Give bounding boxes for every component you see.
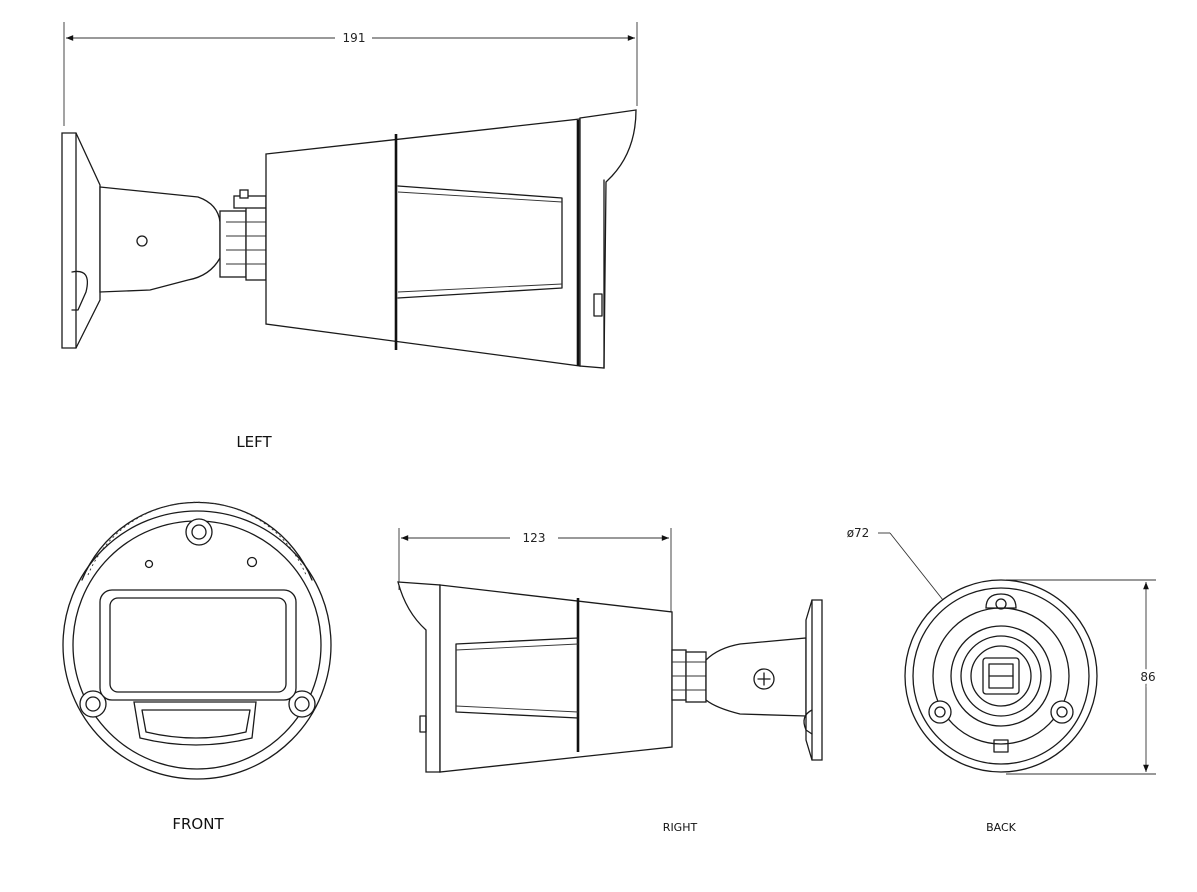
right-view: 123 RIGHT	[397, 528, 823, 834]
left-camera-body	[265, 118, 581, 367]
left-arm-screw-hole	[136, 235, 148, 247]
front-screw-top	[185, 518, 213, 546]
front-lower-window	[133, 701, 257, 746]
right-sun-shield	[397, 581, 441, 773]
front-screw-left	[79, 690, 107, 718]
view-label-back: BACK	[986, 821, 1017, 834]
left-sun-shield	[579, 109, 637, 369]
back-mount-hole-right	[1050, 700, 1074, 724]
front-small-hole-right	[246, 556, 258, 568]
view-label-front: FRONT	[172, 815, 224, 833]
dimension-123: 123	[398, 528, 672, 612]
view-label-left: LEFT	[236, 433, 272, 451]
dimension-191-label: 191	[343, 31, 366, 45]
right-arm-screw	[753, 668, 775, 690]
right-wall-plate	[805, 599, 823, 761]
front-screw-right	[288, 690, 316, 718]
view-label-right: RIGHT	[663, 821, 698, 834]
front-lens-window	[99, 589, 297, 701]
front-small-hole-left	[144, 559, 154, 569]
dimension-diameter-72-label: ø72	[847, 526, 870, 540]
back-mount-hole-left	[928, 700, 952, 724]
left-wall-plate	[61, 132, 101, 349]
left-mount-arm	[99, 186, 221, 293]
right-camera-body	[439, 584, 673, 773]
back-mount-hole-top	[985, 593, 1017, 610]
dimension-123-label: 123	[523, 531, 546, 545]
front-view: FRONT	[62, 501, 332, 833]
dimension-86: 86	[1006, 579, 1159, 775]
left-view: 191 LEFT	[61, 22, 638, 451]
dimension-191: 191	[63, 22, 638, 126]
dimension-86-label: 86	[1140, 670, 1155, 684]
back-view: 86 ø72 BACK	[847, 526, 1159, 834]
